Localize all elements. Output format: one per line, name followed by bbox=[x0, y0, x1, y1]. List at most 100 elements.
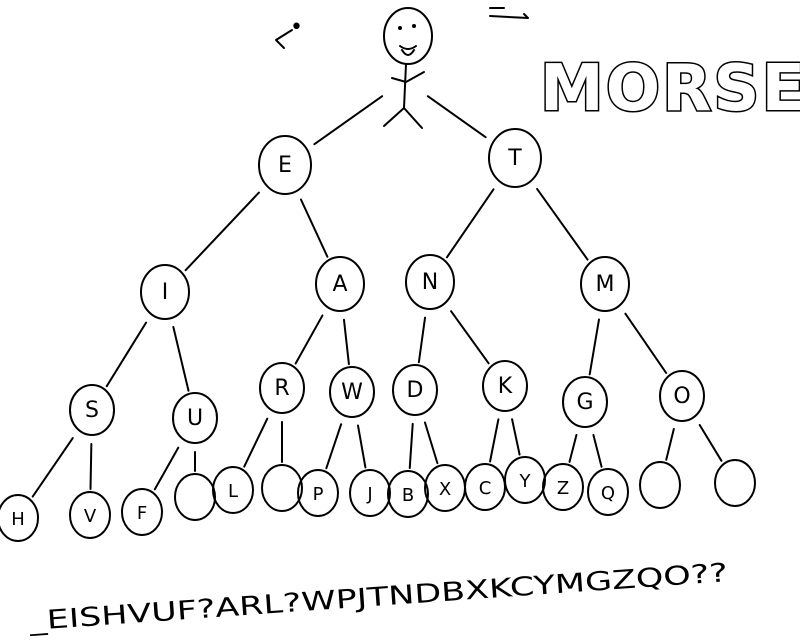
node-letter: Z bbox=[557, 478, 569, 499]
node-circle bbox=[315, 256, 365, 312]
node-circle bbox=[580, 256, 630, 312]
tree-node: P bbox=[297, 469, 339, 517]
node-letter: T bbox=[507, 146, 522, 171]
node-letter: S bbox=[85, 398, 99, 423]
tree-node: X bbox=[424, 464, 466, 512]
dash-legend bbox=[489, 7, 529, 19]
node-letter: X bbox=[439, 479, 451, 500]
tree-edge bbox=[588, 318, 600, 376]
node-letter: H bbox=[11, 509, 25, 530]
tree-node: S bbox=[69, 384, 115, 436]
node-letter: W bbox=[341, 380, 363, 405]
tree-edge bbox=[299, 198, 329, 258]
tree-node: F bbox=[121, 488, 163, 536]
tree-node: C bbox=[464, 463, 506, 511]
tree-node: A bbox=[315, 256, 365, 312]
node-letter: Y bbox=[519, 471, 532, 492]
node-letter: R bbox=[274, 376, 289, 401]
tree-node: I bbox=[140, 264, 190, 320]
node-circle bbox=[405, 254, 455, 310]
node-letter: M bbox=[596, 272, 615, 297]
node-circle bbox=[258, 135, 312, 195]
tree-edge bbox=[184, 191, 260, 272]
node-circle bbox=[0, 494, 39, 542]
tree-edge bbox=[536, 187, 589, 261]
tree-edge bbox=[423, 421, 439, 465]
title: MORSE bbox=[540, 52, 800, 126]
tree-edge bbox=[445, 188, 495, 259]
node-circle bbox=[259, 362, 305, 414]
tree-node: W bbox=[329, 366, 375, 418]
tree-node: H bbox=[0, 494, 39, 542]
node-circle bbox=[482, 360, 528, 412]
tree-node: O bbox=[659, 370, 705, 422]
dot-symbol: • bbox=[290, 15, 303, 40]
node-circle bbox=[639, 461, 681, 509]
tree-edge bbox=[489, 418, 500, 463]
tree-edge bbox=[511, 418, 521, 456]
tree-edge bbox=[89, 442, 93, 491]
node-letter: C bbox=[479, 478, 492, 499]
tree-edge bbox=[31, 437, 74, 498]
node-circle bbox=[349, 469, 391, 517]
node-letter: V bbox=[84, 506, 97, 527]
tree-edge bbox=[342, 318, 350, 366]
node-circle bbox=[714, 459, 756, 507]
tree-node: Y bbox=[504, 456, 546, 504]
tree-node: G bbox=[562, 376, 608, 428]
node-letter: D bbox=[407, 378, 424, 403]
node-circle bbox=[504, 456, 546, 504]
tree-edge bbox=[665, 428, 675, 461]
node-circle bbox=[542, 463, 584, 511]
node-letter: F bbox=[137, 503, 147, 524]
tree-edge bbox=[356, 424, 367, 469]
node-circle bbox=[392, 364, 438, 416]
tree-edge bbox=[294, 314, 324, 365]
node-letter: A bbox=[332, 272, 347, 297]
tree-edge bbox=[450, 310, 490, 365]
node-letter: E bbox=[278, 153, 292, 178]
node-circle bbox=[562, 376, 608, 428]
tree-edge bbox=[698, 424, 723, 462]
tree-node: T bbox=[488, 128, 542, 188]
dot-legend: • bbox=[275, 15, 303, 49]
tree-edge bbox=[243, 417, 269, 468]
tree-node bbox=[639, 461, 681, 509]
node-circle bbox=[172, 392, 218, 444]
node-letter: U bbox=[187, 406, 203, 431]
node-circle bbox=[261, 464, 303, 512]
node-letter: I bbox=[162, 280, 169, 305]
tree-edge bbox=[417, 316, 427, 364]
node-letter: P bbox=[313, 484, 324, 505]
tree-edge bbox=[624, 312, 668, 374]
tree-edges bbox=[31, 95, 723, 498]
tree-edge bbox=[105, 321, 148, 388]
node-letter: L bbox=[228, 481, 238, 502]
tree-node bbox=[174, 473, 216, 521]
tree-edge bbox=[172, 326, 190, 392]
tree-edge bbox=[568, 433, 578, 463]
tree-node: Z bbox=[542, 463, 584, 511]
tree-node: V bbox=[69, 491, 111, 539]
tree-node bbox=[261, 464, 303, 512]
stick-figure-root bbox=[383, 7, 433, 129]
tree-node: D bbox=[392, 364, 438, 416]
tree-node: L bbox=[212, 466, 254, 514]
tree-edge bbox=[426, 95, 487, 139]
node-letter: K bbox=[498, 374, 513, 399]
node-circle bbox=[69, 491, 111, 539]
tree-node: E bbox=[258, 135, 312, 195]
tree-node: N bbox=[405, 254, 455, 310]
node-letter: B bbox=[402, 485, 414, 506]
tree-edge bbox=[325, 423, 343, 470]
tree-edge bbox=[592, 433, 603, 468]
node-circle bbox=[659, 370, 705, 422]
tree-node: U bbox=[172, 392, 218, 444]
node-circle bbox=[140, 264, 190, 320]
tree-node: R bbox=[259, 362, 305, 414]
tree-edge bbox=[313, 95, 384, 146]
node-circle bbox=[297, 469, 339, 517]
node-circle bbox=[488, 128, 542, 188]
node-circle bbox=[387, 470, 429, 518]
